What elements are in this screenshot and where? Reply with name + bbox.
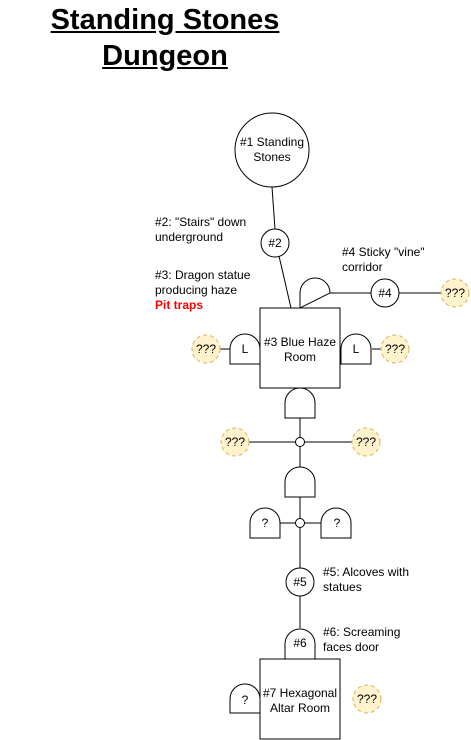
room-3-label-line-1: #3 Blue Haze bbox=[264, 335, 336, 349]
note-6-line-1: #6: Screaming bbox=[323, 625, 400, 639]
door-corridor-mid bbox=[284, 466, 316, 498]
door-6-screaming-faces bbox=[284, 628, 316, 660]
door-west-room-3 bbox=[229, 333, 261, 365]
note-2-line-1: #2: "Stairs" down bbox=[155, 215, 246, 229]
unknown-west-crossway bbox=[220, 427, 250, 457]
room-7-label-line-1: #7 Hexagonal bbox=[263, 686, 337, 700]
room-4-circle bbox=[370, 278, 400, 308]
room-5-circle bbox=[285, 567, 315, 597]
connector-1-2 bbox=[271, 186, 276, 230]
note-4-line-1: #4 Sticky "vine" bbox=[342, 245, 425, 259]
note-2-line-2: underground bbox=[155, 230, 223, 244]
note-3-pit-traps: Pit traps bbox=[155, 298, 203, 312]
junction-1 bbox=[295, 437, 305, 447]
room-7-label-line-2: Altar Room bbox=[270, 701, 330, 715]
room-4-label: #4 bbox=[378, 286, 392, 300]
door-west-alcove-label: ? bbox=[262, 516, 269, 530]
door-north-room-3 bbox=[299, 277, 331, 309]
unknown-east-of-7-label: ??? bbox=[357, 692, 377, 706]
room-3-label-line-2: Room bbox=[284, 350, 316, 364]
unknown-west-of-3-label: ??? bbox=[196, 342, 216, 356]
unknown-areas: ??? ??? ??? ??? ??? ??? bbox=[191, 278, 470, 714]
note-5-line-1: #5: Alcoves with bbox=[323, 565, 409, 579]
junction-2 bbox=[295, 518, 305, 528]
room-2-circle bbox=[260, 228, 290, 258]
note-5-line-2: statues bbox=[323, 580, 362, 594]
unknown-east-of-3 bbox=[380, 334, 410, 364]
map-title-line-1: Standing Stones bbox=[50, 4, 280, 36]
door-east-label: L bbox=[353, 342, 360, 356]
map-notes: #2: "Stairs" down underground #4 Sticky … bbox=[155, 215, 425, 654]
room-1-label-line-2: Stones bbox=[253, 150, 290, 164]
unknown-west-crossway-label: ??? bbox=[225, 435, 245, 449]
unknown-east-crossway bbox=[351, 427, 381, 457]
door-south-room-3 bbox=[284, 387, 316, 419]
unknown-west-of-3 bbox=[191, 334, 221, 364]
unknown-east-of-4-label: ??? bbox=[445, 286, 465, 300]
connector-2-3 bbox=[278, 255, 292, 309]
room-5-label: #5 bbox=[293, 575, 307, 589]
unknown-east-of-4 bbox=[440, 278, 470, 308]
door-west-label: L bbox=[242, 342, 249, 356]
note-4-line-2: corridor bbox=[342, 260, 383, 274]
room-2-label: #2 bbox=[268, 236, 282, 250]
door-west-room-7 bbox=[229, 683, 261, 714]
door-west-room-7-label: ? bbox=[242, 693, 249, 707]
unknown-east-crossway-label: ??? bbox=[356, 435, 376, 449]
door-west-alcove bbox=[249, 507, 281, 539]
door-east-alcove bbox=[320, 507, 352, 539]
door-6-label: #6 bbox=[293, 636, 307, 650]
note-3-line-2: producing haze bbox=[155, 283, 237, 297]
note-3-line-1: #3: Dragon statue bbox=[155, 268, 251, 282]
note-6-line-2: faces door bbox=[323, 640, 379, 654]
unknown-east-of-3-label: ??? bbox=[385, 342, 405, 356]
unknown-east-of-7 bbox=[352, 684, 382, 714]
map-title-line-2: Dungeon bbox=[102, 40, 228, 72]
room-1-circle bbox=[234, 112, 310, 188]
door-east-room-3 bbox=[340, 333, 372, 365]
room-1-label-line-1: #1 Standing bbox=[240, 135, 304, 149]
door-east-alcove-label: ? bbox=[334, 516, 341, 530]
